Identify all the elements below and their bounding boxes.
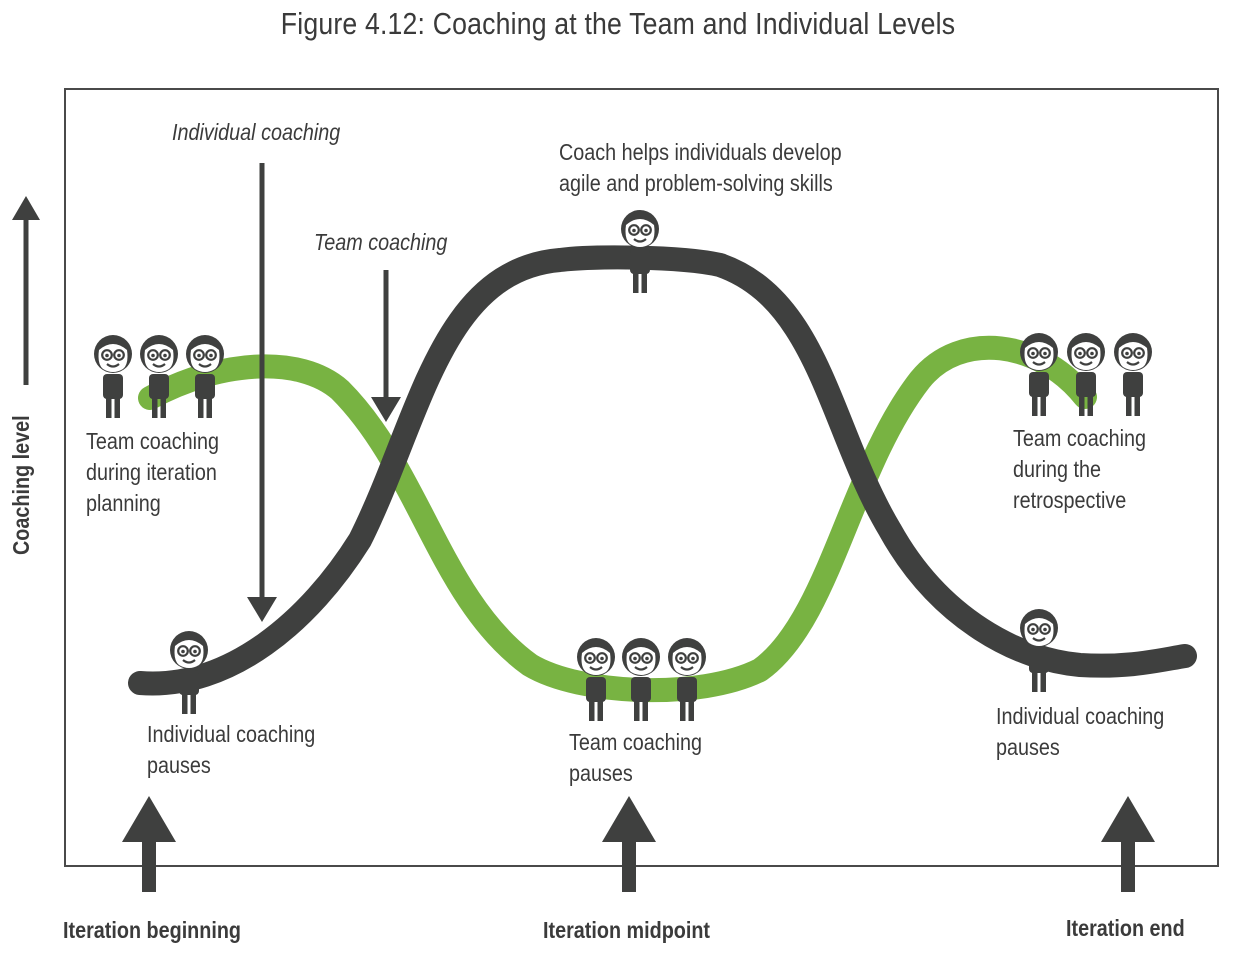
individual-pause-right-label: Individual coaching pauses bbox=[996, 703, 1165, 760]
person-icon bbox=[92, 333, 134, 420]
y-axis-arrow bbox=[12, 196, 40, 385]
y-axis-label: Coaching level bbox=[8, 415, 34, 555]
individual-pause-left-label: Individual coaching pauses bbox=[147, 721, 316, 778]
team-coaching-arrow bbox=[371, 270, 401, 422]
arrow-icon-end bbox=[1101, 796, 1155, 892]
individual-coaching-curve bbox=[128, 245, 1197, 696]
diagram-frame bbox=[64, 88, 1219, 867]
coach-helps-label: Coach helps individuals develop agile an… bbox=[559, 139, 842, 196]
iteration-midpoint-label: Iteration midpoint bbox=[543, 917, 711, 943]
individual-coaching-arrow bbox=[247, 163, 277, 622]
team-planning-label: Team coaching during iteration planning bbox=[86, 428, 220, 516]
individual-coaching-label: Individual coaching bbox=[172, 119, 341, 145]
arrow-icon-beginning bbox=[122, 796, 176, 892]
iteration-end-label: Iteration end bbox=[1066, 915, 1185, 941]
arrow-icon-midpoint bbox=[602, 796, 656, 892]
team-pause-mid-label: Team coaching pauses bbox=[569, 729, 703, 786]
figure-title: Figure 4.12: Coaching at the Team and In… bbox=[280, 6, 956, 41]
iteration-beginning-label: Iteration beginning bbox=[63, 917, 242, 943]
person-icon bbox=[1112, 331, 1154, 418]
team-coaching-label: Team coaching bbox=[314, 229, 448, 255]
team-retro-label: Team coaching during the retrospective bbox=[1013, 425, 1147, 513]
